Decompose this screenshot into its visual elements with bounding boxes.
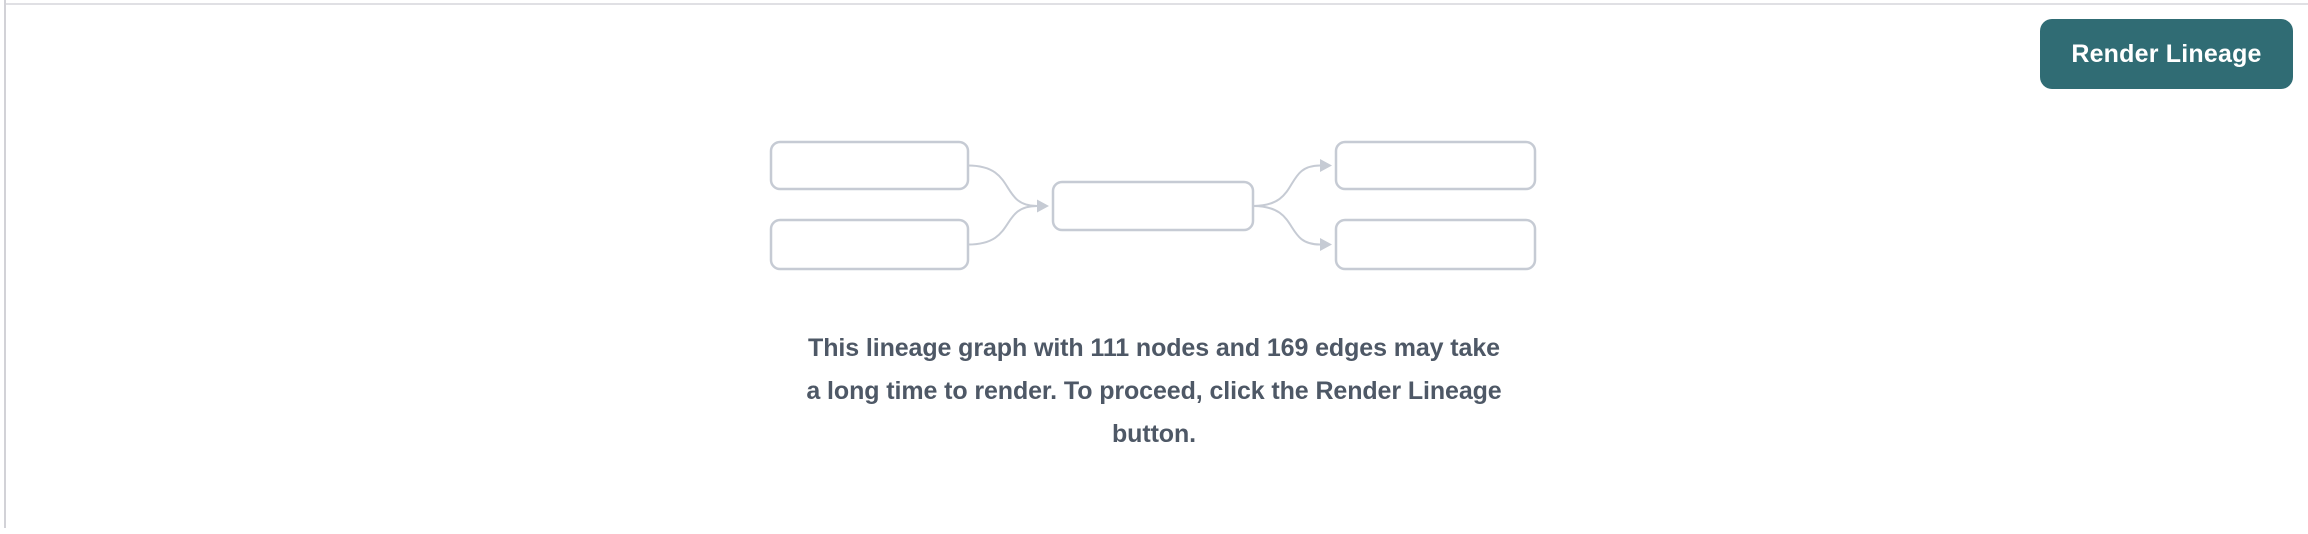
placeholder-edge [1252,205,1321,246]
lineage-warning-message: This lineage graph with 111 nodes and 16… [806,327,1501,456]
placeholder-node-box [769,218,970,271]
placeholder-arrowhead [1320,238,1332,251]
panel-top-border [6,3,2308,5]
lineage-graph-placeholder-icon [769,140,1537,271]
placeholder-node-box [769,140,970,191]
placeholder-arrowhead [1320,159,1332,172]
placeholder-arrowhead [1037,199,1049,213]
render-lineage-button[interactable]: Render Lineage [2040,19,2293,89]
placeholder-node-box [1334,140,1537,191]
placeholder-node-box [1051,180,1255,232]
message-line-3: button. [1112,420,1196,448]
placeholder-edge [967,164,1038,207]
message-line-2: a long time to render. To proceed, click… [806,377,1502,405]
lineage-empty-state: This lineage graph with 111 nodes and 16… [769,140,1539,456]
placeholder-edge [1252,164,1321,207]
placeholder-edge [967,205,1038,246]
message-line-1: This lineage graph with 111 nodes and 16… [808,334,1500,362]
placeholder-node-box [1334,218,1537,271]
panel-left-border [4,0,6,528]
